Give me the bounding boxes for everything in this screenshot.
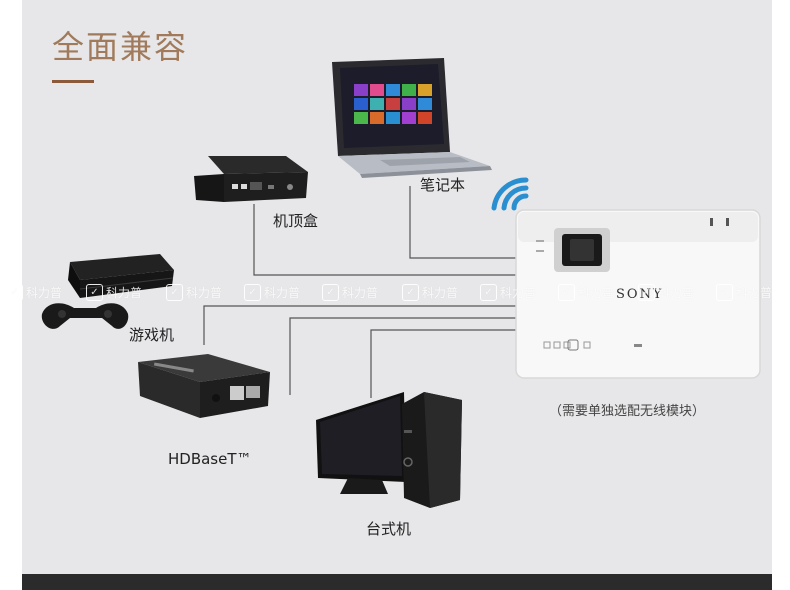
watermark-logo-icon: ✓ [322, 284, 339, 301]
watermark: ✓科力普 [480, 284, 536, 301]
title-underline [52, 80, 94, 83]
watermark-logo-icon: ✓ [166, 284, 183, 301]
set-top-box-label: 机顶盒 [273, 212, 319, 230]
watermark: ✓科力普 [244, 284, 300, 301]
footer-bar [22, 574, 772, 590]
watermark-logo-icon: ✓ [244, 284, 261, 301]
watermark: ✓科力普 [716, 284, 772, 301]
hdbaset-connection-line [289, 317, 560, 395]
watermark-logo-icon: ✓ [6, 284, 23, 301]
wireless-module-note: （需要单独选配无线模块） [549, 404, 706, 419]
laptop-label: 笔记本 [420, 176, 466, 194]
desktop-label: 台式机 [366, 520, 412, 538]
hdbaset-label: HDBaseT™ [168, 450, 252, 468]
watermark: ✓科力普 [402, 284, 458, 301]
watermark-logo-icon: ✓ [558, 284, 575, 301]
console-connection-line [203, 305, 560, 345]
hdbaset-box-image [138, 354, 270, 418]
desktop-computer-image [316, 392, 462, 508]
watermark-row: ✓科力普 ✓科力普 ✓科力普 ✓科力普 ✓科力普 ✓科力普 ✓科力普 ✓科力普 … [6, 284, 786, 306]
watermark-logo-icon: ✓ [402, 284, 419, 301]
desktop-connection-line [370, 329, 560, 398]
set-top-box-image [194, 156, 308, 202]
watermark: ✓科力普 [6, 284, 62, 301]
watermark: ✓科力普 [86, 284, 142, 301]
game-console-label: 游戏机 [129, 326, 175, 344]
watermark-logo-icon: ✓ [716, 284, 733, 301]
watermark: ✓科力普 [558, 284, 614, 301]
laptop-connection-line [409, 186, 560, 259]
watermark-logo-icon: ✓ [638, 284, 655, 301]
watermark-logo-icon: ✓ [86, 284, 103, 301]
watermark: ✓科力普 [322, 284, 378, 301]
watermark: ✓科力普 [638, 284, 694, 301]
laptop-image [332, 58, 492, 178]
game-console-image [41, 254, 174, 329]
page-title: 全面兼容 [52, 28, 189, 66]
wifi-icon [491, 177, 529, 211]
watermark-logo-icon: ✓ [480, 284, 497, 301]
stb-connection-line [253, 204, 560, 276]
watermark: ✓科力普 [166, 284, 222, 301]
